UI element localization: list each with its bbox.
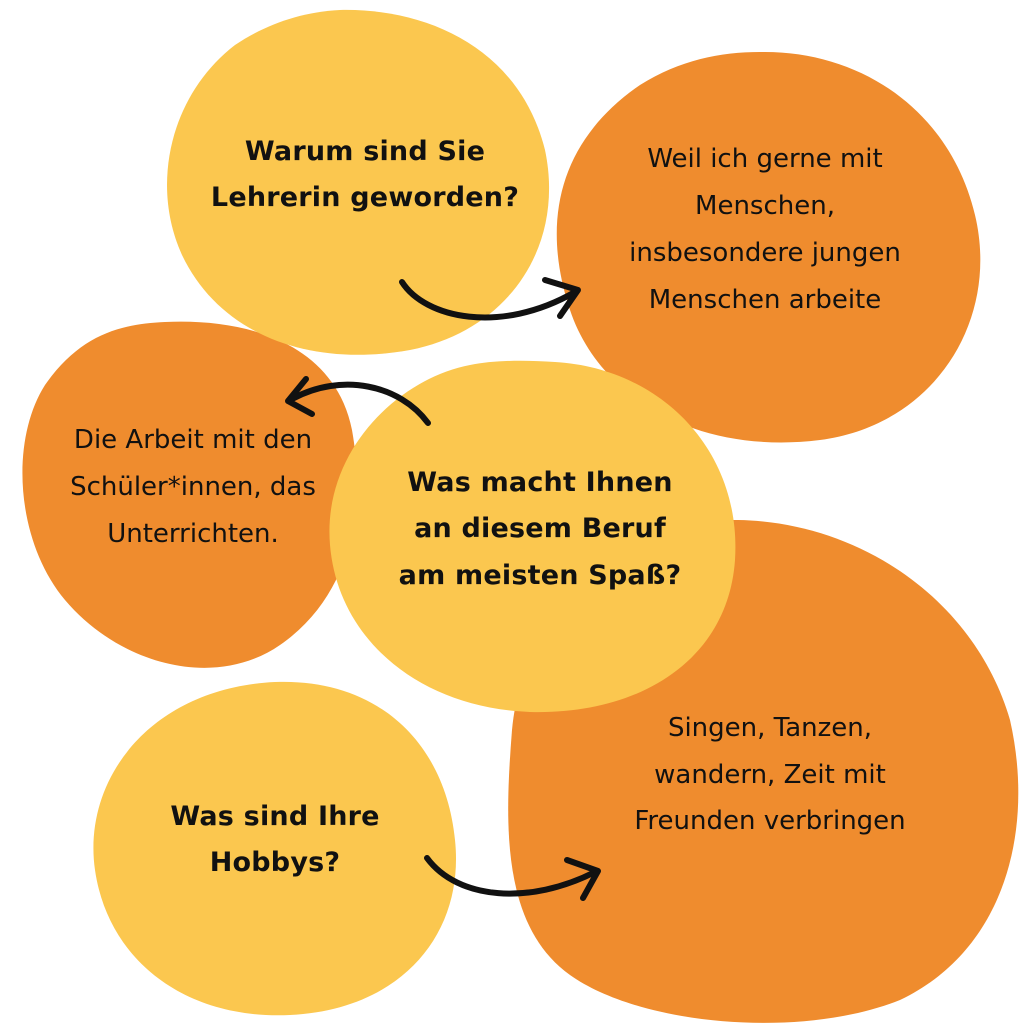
answer-bubble-why-teacher xyxy=(556,51,981,443)
answer-hobbies-text: Singen, Tanzen, wandern, Zeit mit Freund… xyxy=(634,712,906,837)
answer-hobbies: Singen, Tanzen, wandern, Zeit mit Freund… xyxy=(605,695,935,855)
answer-why-teacher-text: Weil ich gerne mit Menschen, insbesonder… xyxy=(629,144,901,315)
arrow-why-teacher xyxy=(399,277,581,321)
question-hobbies-text: Was sind Ihre Hobbys? xyxy=(170,800,380,878)
answer-fun-text: Die Arbeit mit den Schüler*innen, das Un… xyxy=(70,425,316,549)
answer-bubble-fun xyxy=(22,321,357,668)
question-bubble-fun xyxy=(329,360,736,713)
question-bubble-hobbies xyxy=(93,681,457,1016)
arrow-hobbies xyxy=(424,855,601,901)
question-why-teacher: Warum sind Sie Lehrerin geworden? xyxy=(210,100,520,250)
arrow-fun xyxy=(285,376,431,426)
question-fun-text: Was macht Ihnen an diesem Beruf am meist… xyxy=(398,466,682,591)
question-fun: Was macht Ihnen an diesem Beruf am meist… xyxy=(390,432,690,627)
question-why-teacher-text: Warum sind Sie Lehrerin geworden? xyxy=(210,135,520,213)
answer-why-teacher: Weil ich gerne mit Menschen, insbesonder… xyxy=(605,130,925,330)
answer-fun: Die Arbeit mit den Schüler*innen, das Un… xyxy=(48,410,338,565)
question-hobbies: Was sind Ihre Hobbys? xyxy=(150,785,400,895)
question-bubble-why-teacher xyxy=(167,9,550,355)
